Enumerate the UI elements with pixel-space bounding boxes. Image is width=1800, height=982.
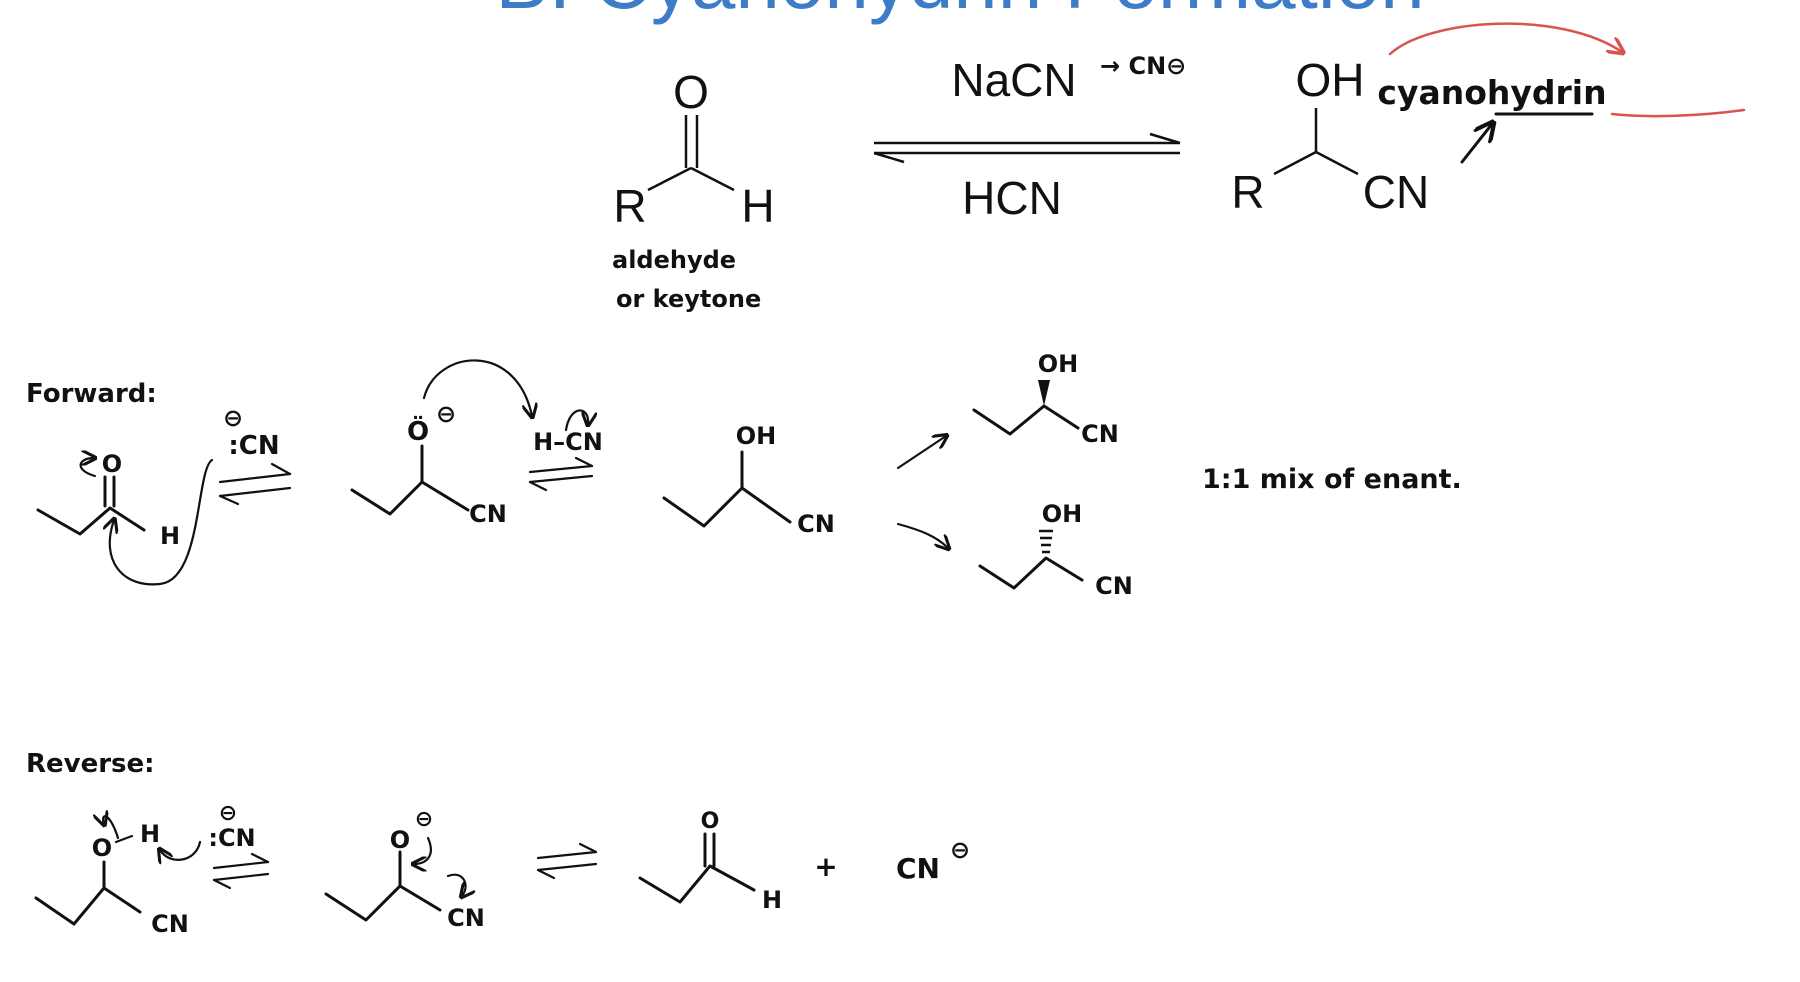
- forward-cyanohydrin-nitrile: CN: [797, 510, 835, 538]
- product-hydroxyl: OH: [1296, 54, 1365, 106]
- reverse-aldehyde-hydrogen: H: [762, 886, 782, 914]
- forward-cyanide-nucleophile: :CN: [228, 431, 279, 461]
- enantiomer-dash: OH CN: [978, 500, 1133, 600]
- reactant-oxygen: O: [673, 66, 709, 118]
- reactant-hydrogen: H: [741, 180, 774, 232]
- reverse-cyanide-base: :CN: [208, 824, 255, 852]
- reagent-hcn: HCN: [962, 172, 1062, 224]
- reverse-label: Reverse:: [26, 749, 155, 779]
- forward-attack-arrow: [110, 458, 214, 586]
- reagent-note: → CN⊖: [1100, 52, 1186, 80]
- reverse-hydroxyl-hydrogen: H: [140, 820, 160, 848]
- product-cyanohydrin: OH R CN: [1231, 54, 1429, 218]
- reagent-nacn: NaCN: [951, 54, 1076, 106]
- forward-mechanism: Forward: O H ⊖ :CN Ö ⊖ CN H–CN: [26, 350, 1462, 600]
- forward-alkoxide-oxygen: Ö: [407, 414, 429, 447]
- racemic-note: 1:1 mix of enant.: [1202, 464, 1462, 495]
- equilibrium-arrow-main: [873, 132, 1181, 164]
- forward-alkoxide: Ö ⊖ CN: [350, 359, 532, 528]
- reverse-hydroxyl-oxygen: O: [92, 834, 112, 862]
- cyanohydrin-annotation: cyanohydrin: [1377, 22, 1746, 164]
- reverse-cyanide-charge: ⊖: [219, 801, 237, 826]
- reverse-alkoxide-nitrile: CN: [447, 904, 485, 932]
- reverse-alkoxide-oxygen: O: [390, 826, 410, 854]
- reactant-carbonyl: O R H: [613, 66, 774, 232]
- forward-alkoxide-charge: ⊖: [436, 400, 456, 428]
- main-reaction: O R H aldehyde or keytone NaCN → CN⊖ HCN…: [612, 22, 1746, 313]
- enantiomer-wedge-hydroxyl: OH: [1038, 350, 1079, 378]
- reverse-aldehyde-oxygen: O: [701, 809, 720, 834]
- reactant-r-group: R: [613, 180, 646, 232]
- enantiomer-wedge: OH CN: [972, 350, 1119, 448]
- forward-hcn: H–CN: [533, 428, 603, 456]
- product-nitrile: CN: [1363, 166, 1429, 218]
- forward-equilibrium-1: [218, 462, 292, 506]
- forward-aldehyde-oxygen: O: [102, 450, 122, 478]
- reactant-note-ketone: or keytone: [616, 285, 761, 313]
- forward-hcn-arrow: [564, 409, 588, 432]
- reverse-equilibrium-2: [536, 842, 598, 880]
- forward-label: Forward:: [26, 379, 157, 409]
- reverse-cyanide-ion: CN: [896, 852, 940, 885]
- reverse-equilibrium-1: [212, 852, 270, 890]
- forward-cyanide-charge: ⊖: [223, 404, 243, 432]
- product-r-group: R: [1231, 166, 1264, 218]
- enantiomer-dash-nitrile: CN: [1095, 572, 1133, 600]
- forward-equilibrium-2: [528, 456, 594, 492]
- reverse-alkoxide: O ⊖ CN: [324, 807, 485, 932]
- reverse-cyanohydrin: O H CN: [34, 816, 202, 938]
- reverse-plus: +: [814, 850, 837, 883]
- page-title: B. Cyanohydrin Formation: [495, 0, 1424, 25]
- reverse-cyanide-ion-charge: ⊖: [950, 836, 970, 864]
- enantiomer-wedge-nitrile: CN: [1081, 420, 1119, 448]
- enantiomer-dash-hydroxyl: OH: [1042, 500, 1083, 528]
- reverse-mechanism: Reverse: O H CN ⊖ :CN O ⊖ CN: [26, 749, 970, 938]
- reverse-aldehyde: O H: [638, 809, 782, 914]
- reverse-cyanohydrin-nitrile: CN: [151, 910, 189, 938]
- forward-aldehyde: O H: [36, 450, 180, 550]
- reactant-note-aldehyde: aldehyde: [612, 246, 736, 274]
- cyanohydrin-label: cyanohydrin: [1377, 73, 1606, 112]
- forward-cyanohydrin-hydroxyl: OH: [736, 422, 777, 450]
- reverse-alkoxide-charge: ⊖: [415, 807, 433, 832]
- forward-alkoxide-nitrile: CN: [469, 500, 507, 528]
- forward-aldehyde-hydrogen: H: [160, 522, 180, 550]
- forward-cyanohydrin: OH CN: [662, 422, 835, 538]
